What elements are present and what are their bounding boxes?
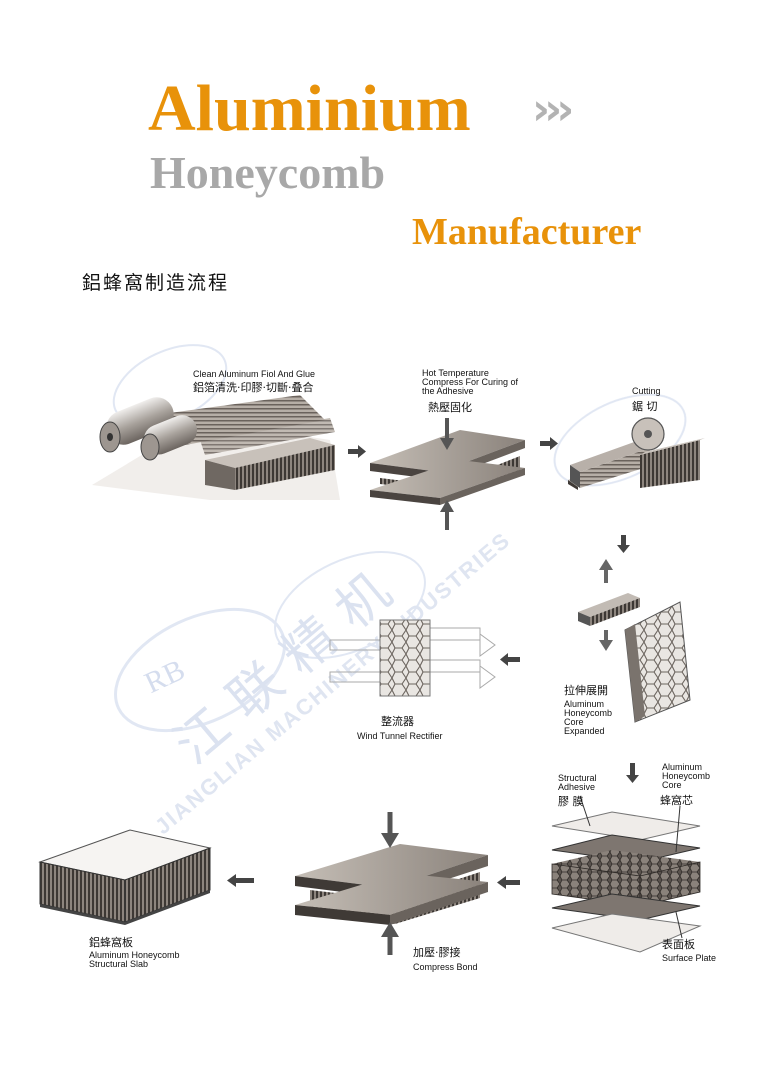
- compress-bond-illustration: [295, 812, 488, 955]
- rectifier-label-en: Wind Tunnel Rectifier: [357, 731, 443, 741]
- hot-press-illustration: [370, 418, 525, 530]
- foil-label-zh: 鋁箔清洗·印膠·切斷·叠合: [193, 381, 314, 394]
- adhesive-label-zh: 膠 膜: [558, 795, 584, 808]
- press-label-zh: 熱壓固化: [428, 401, 472, 414]
- arrow-step1-to-step2: [348, 445, 366, 458]
- adhesive-label-en-2: Adhesive: [558, 782, 595, 792]
- arrow-step6-to-step7: [497, 876, 520, 889]
- slab-label-en-2: Structural Slab: [89, 959, 148, 969]
- core-label-zh: 蜂窩芯: [660, 794, 693, 807]
- layup-illustration: [552, 796, 700, 952]
- arrow-step7-to-step8: [227, 874, 254, 887]
- expand-label-en-4: Expanded: [564, 726, 605, 736]
- foil-rolls-illustration: [92, 392, 340, 500]
- cutting-label-zh: 鋸 切: [632, 400, 658, 413]
- surface-label-zh: 表面板: [662, 938, 695, 951]
- rectifier-label-zh: 整流器: [381, 715, 414, 728]
- cutting-label-en: Cutting: [632, 386, 661, 396]
- expand-label-zh: 拉伸展開: [564, 684, 608, 697]
- bond-label-zh: 加壓·膠接: [413, 946, 461, 959]
- arrow-step4-to-step5: [500, 653, 520, 666]
- arrow-step3-to-step4: [617, 535, 630, 553]
- arrow-step2-to-step3: [540, 437, 558, 450]
- bond-label-en: Compress Bond: [413, 962, 478, 972]
- expansion-illustration: [578, 559, 690, 722]
- structural-slab-illustration: [40, 830, 210, 925]
- rectifier-illustration: [330, 620, 495, 696]
- arrow-step5-to-step6: [626, 763, 639, 783]
- core-label-en-3: Core: [662, 780, 682, 790]
- slab-label-zh: 鋁蜂窩板: [89, 936, 133, 949]
- cutting-illustration: [568, 418, 705, 490]
- press-label-en-3: the Adhesive: [422, 386, 474, 396]
- surface-label-en: Surface Plate: [662, 953, 716, 963]
- foil-label-en: Clean Aluminum Fiol And Glue: [193, 369, 315, 379]
